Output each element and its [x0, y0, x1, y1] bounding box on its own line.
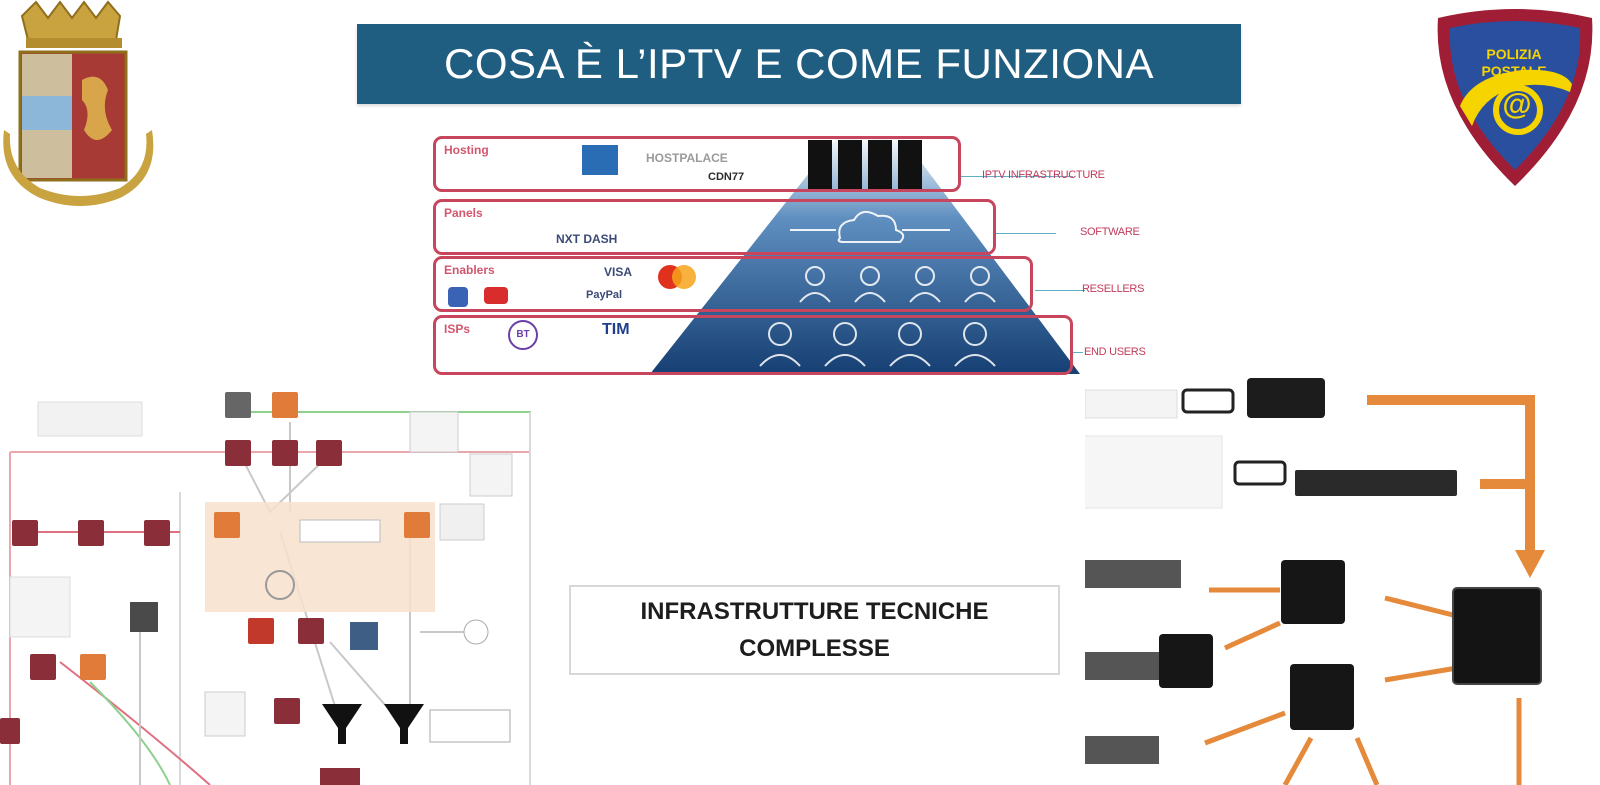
- side-label-infrastructure: IPTV INFRASTRUCTURE: [982, 169, 1105, 181]
- logo-text-line2: POSTALE: [1481, 63, 1547, 79]
- brand-paypal: PayPal: [586, 289, 623, 301]
- user-icon: [0, 392, 430, 744]
- brand-bt: BT: [508, 320, 538, 350]
- page-title: COSA È L’IPTV E COME FUNZIONA: [357, 24, 1241, 104]
- layer-panels: Panels NXT DASH: [433, 199, 996, 255]
- logo-at-symbol: @: [1502, 88, 1532, 121]
- connector-line: [961, 176, 1073, 177]
- network-diagram-left: [0, 392, 531, 785]
- youtube-icon: [484, 287, 508, 304]
- connector-line: [1035, 290, 1085, 291]
- police-crest-icon: [3, 0, 154, 206]
- facebook-icon: [448, 287, 468, 307]
- brand-nxt-dash: NXT DASH: [556, 232, 618, 246]
- infrastructure-caption-box: INFRASTRUTTURE TECNICHE COMPLESSE: [569, 585, 1060, 675]
- infra-caption-line2: COMPLESSE: [739, 635, 890, 662]
- server-rack-icon: [808, 140, 922, 192]
- brand-logo-square: [582, 145, 618, 175]
- side-label-resellers: RESELLERS: [1082, 283, 1145, 295]
- layer-name-hosting: Hosting: [444, 143, 489, 157]
- funnel-icon: [322, 704, 424, 744]
- server-rack-icon: [1159, 560, 1542, 730]
- layer-enablers: Enablers VISA PayPal: [433, 256, 1033, 312]
- connector-line: [996, 233, 1056, 234]
- brand-visa: VISA: [604, 265, 633, 279]
- brand-cdn77: CDN77: [708, 171, 745, 183]
- layer-isps: ISPs BT TIM: [433, 315, 1073, 375]
- layer-name-isps: ISPs: [444, 322, 471, 336]
- connector-line: [1073, 352, 1083, 353]
- layer-name-panels: Panels: [444, 206, 483, 220]
- side-label-software: SOFTWARE: [1080, 226, 1140, 238]
- distribution-diagram-right: [1085, 378, 1545, 785]
- logo-text-line1: POLIZIA: [1486, 46, 1542, 62]
- side-label-end-users: END USERS: [1084, 346, 1146, 358]
- brand-tim: TIM: [602, 321, 630, 338]
- brand-hostpalace: HOSTPALACE: [646, 151, 728, 165]
- cloud-icon: [790, 210, 950, 243]
- polizia-postale-shield-icon: [1437, 9, 1593, 186]
- layer-hosting: Hosting HOSTPALACE CDN77: [433, 136, 961, 192]
- mastercard-icon: [658, 265, 696, 289]
- infra-caption-line1: INFRASTRUTTURE TECNICHE: [640, 598, 989, 625]
- layer-name-enablers: Enablers: [444, 263, 495, 277]
